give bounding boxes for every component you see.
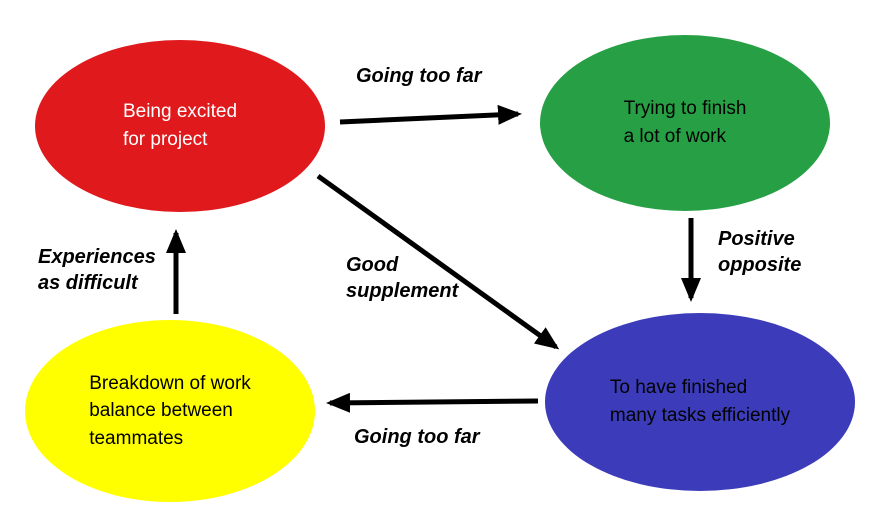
- edge-label-positive-opposite: Positive opposite: [718, 228, 802, 276]
- edge-label-going-too-far-bottom: Going too far: [354, 426, 480, 448]
- node-finished-tasks[interactable]: To have finished many tasks efficiently: [545, 313, 855, 491]
- arrow-excited-to-finish: [339, 104, 522, 125]
- edge-label-experiences-as-difficult: Experiences as difficult: [38, 246, 156, 294]
- node-finished-tasks-label: To have finished many tasks efficiently: [609, 377, 791, 426]
- node-breakdown-balance-label: Breakdown of work balance between teamma…: [89, 372, 251, 449]
- arrow-finished-to-breakdown: [326, 392, 539, 413]
- node-being-excited[interactable]: Being excited for project: [35, 40, 325, 212]
- node-trying-to-finish-label: Trying to finish a lot of work: [623, 98, 747, 147]
- edge-label-going-too-far-top: Going too far: [356, 65, 482, 87]
- node-trying-to-finish[interactable]: Trying to finish a lot of work: [540, 35, 830, 211]
- node-breakdown-balance[interactable]: Breakdown of work balance between teamma…: [25, 320, 315, 502]
- edge-label-good-supplement: Good supplement: [346, 254, 459, 302]
- node-being-excited-label: Being excited for project: [122, 101, 238, 150]
